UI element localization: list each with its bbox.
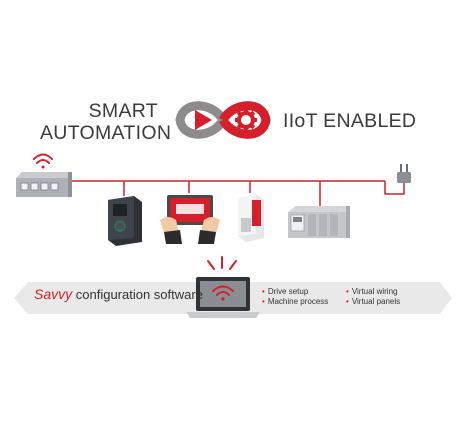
wifi-icon — [33, 153, 53, 169]
banner-label: Savvy configuration software — [34, 286, 203, 302]
headline-line2: AUTOMATION — [40, 122, 172, 144]
power-plug-icon — [397, 164, 411, 183]
infinity-logo-icon — [175, 101, 271, 139]
tablet-hands-icon — [160, 195, 220, 244]
feature-list-left: •Drive setup •Machine process — [262, 287, 328, 307]
servo-drive-icon — [238, 194, 264, 242]
feature-list-right: •Virtual wiring •Virtual panels — [346, 287, 400, 307]
play-icon — [195, 110, 212, 130]
feature-item: •Virtual panels — [346, 297, 401, 306]
wifi-icon — [212, 285, 234, 296]
signal-rays — [207, 256, 237, 270]
banner-description: configuration software — [75, 287, 203, 302]
headline-line1: SMART — [88, 100, 158, 122]
plc-rack-icon — [288, 206, 350, 238]
laptop-icon — [186, 277, 260, 318]
brand-name: Savvy — [34, 286, 73, 302]
gear-icon — [235, 109, 257, 131]
network-switch-icon — [16, 172, 72, 197]
drive-controller-icon — [108, 196, 142, 246]
feature-item: •Drive setup — [262, 287, 309, 296]
feature-item: •Virtual wiring — [346, 287, 398, 296]
headline-left: SMART AUTOMATION — [40, 100, 172, 144]
headline-right: IIoT ENABLED — [283, 110, 417, 132]
feature-item: •Machine process — [262, 297, 329, 306]
